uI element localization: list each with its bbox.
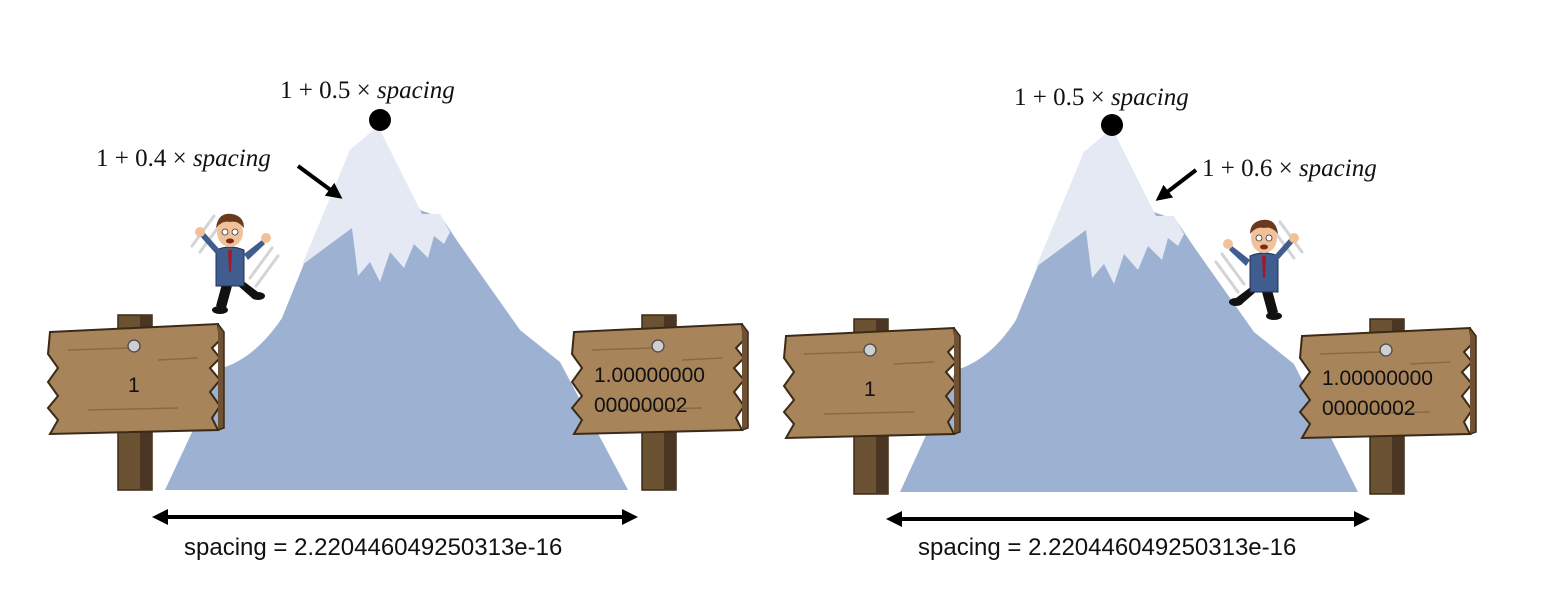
left-sign-text: 1 xyxy=(128,374,140,397)
peak-label: 1 + 0.5 × spacing xyxy=(1014,84,1189,111)
right-sign-line-2: 00000002 xyxy=(1322,397,1415,420)
peak-label: 1 + 0.5 × spacing xyxy=(280,77,455,104)
panel-right: 1 + 0.5 × spacing 1 + 0.6 × spacing 1 1.… xyxy=(783,84,1477,561)
mountain xyxy=(900,130,1358,492)
right-sign-line-2: 00000002 xyxy=(594,394,687,417)
falling-man-emoji xyxy=(190,212,280,316)
left-sign-text: 1 xyxy=(864,378,876,401)
spacing-label: spacing = 2.220446049250313e-16 xyxy=(184,534,562,561)
panel-left: 1 + 0.5 × spacing 1 + 0.4 × spacing 1 1.… xyxy=(47,77,749,561)
peak-dot xyxy=(1101,114,1123,136)
spacing-label: spacing = 2.220446049250313e-16 xyxy=(918,534,1296,561)
pointer-arrow xyxy=(296,164,343,199)
pointer-arrow xyxy=(1155,168,1198,201)
snow-cap xyxy=(302,126,450,282)
side-label: 1 + 0.4 × spacing xyxy=(96,145,271,172)
peak-dot xyxy=(369,109,391,131)
side-label: 1 + 0.6 × spacing xyxy=(1202,155,1377,182)
mountain xyxy=(165,128,628,490)
snow-cap xyxy=(1036,128,1184,284)
right-sign-line-1: 1.00000000 xyxy=(1322,367,1433,390)
right-sign-line-1: 1.00000000 xyxy=(594,364,705,387)
